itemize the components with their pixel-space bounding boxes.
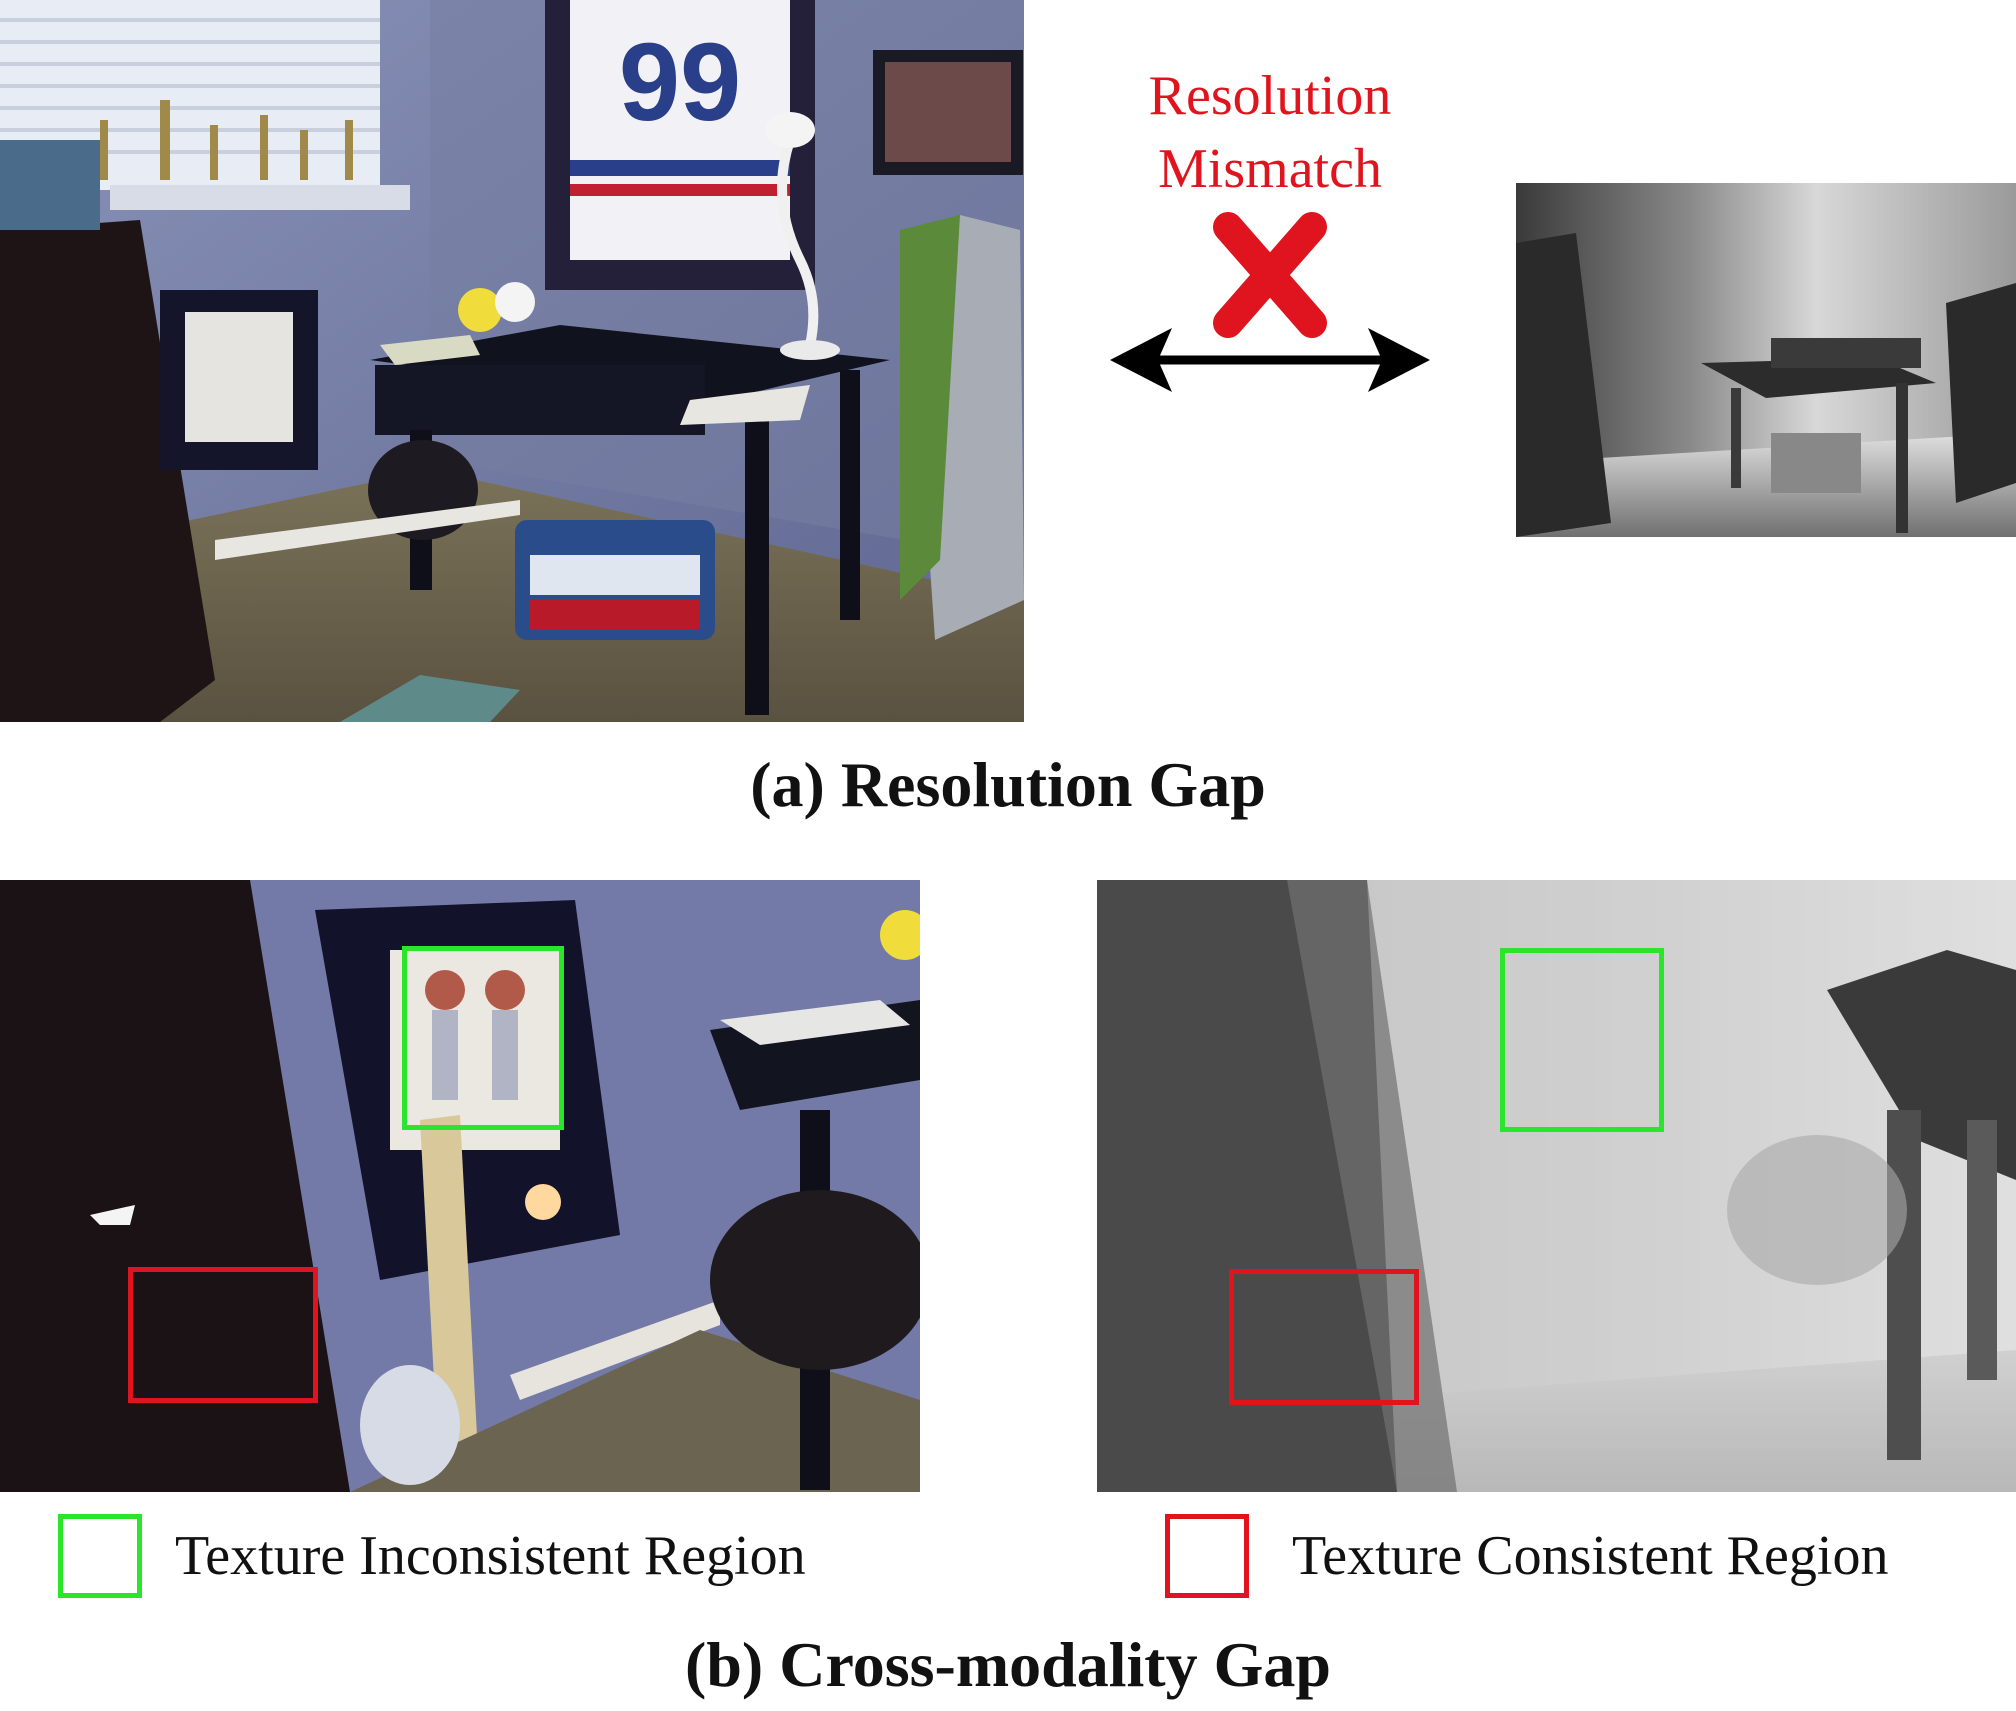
rgb-texture-consistent-box: [128, 1267, 318, 1403]
depth-texture-inconsistent-box: [1500, 948, 1664, 1132]
red-cross-icon: [1213, 212, 1327, 338]
zoomed-rgb-image: [0, 880, 920, 1492]
depth-map-image: [1516, 183, 2016, 537]
rgb-image: 99: [0, 0, 1024, 722]
mismatch-label-line1: Resolution: [1148, 65, 1392, 127]
caption-cross-modality-gap: (b) Cross-modality Gap: [685, 1629, 1331, 1700]
zoomed-depth-image: [1097, 880, 2016, 1492]
depth-texture-consistent-box: [1229, 1269, 1419, 1405]
legend-red-swatch: [1165, 1514, 1249, 1598]
legend-inconsistent-label: Texture Inconsistent Region: [175, 1525, 806, 1587]
svg-text:99: 99: [619, 21, 741, 144]
legend-green-swatch: [58, 1514, 142, 1598]
caption-resolution-gap: (a) Resolution Gap: [750, 749, 1266, 820]
mismatch-label-line2: Mismatch: [1158, 138, 1382, 200]
legend-consistent-label: Texture Consistent Region: [1292, 1525, 1889, 1587]
double-headed-arrow-icon: [1110, 328, 1430, 392]
rgb-texture-inconsistent-box: [402, 946, 564, 1130]
